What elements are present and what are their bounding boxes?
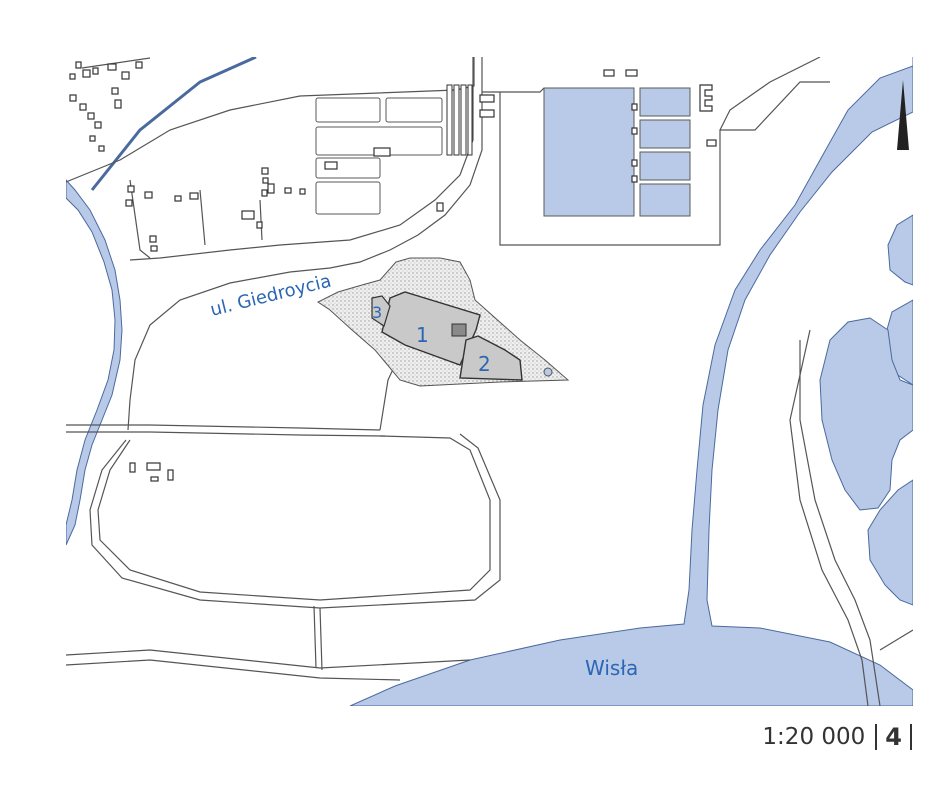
river-label: Wisła: [585, 656, 638, 680]
site-map: ul. Giedroycia 1 2 3 Wisła: [66, 57, 913, 706]
building-1-label: 1: [416, 323, 429, 347]
water-tank: [543, 367, 553, 377]
footer-divider-end: [910, 724, 912, 750]
east-water-lake: [819, 317, 913, 511]
building-3-label: 3: [372, 303, 382, 322]
map-footer: 1:20 000 4: [762, 720, 912, 754]
building-2: [459, 335, 523, 381]
small-buildings: [69, 61, 717, 482]
page-number: 4: [885, 723, 902, 751]
e-shaped-building: [699, 84, 713, 112]
street-label: ul. Giedroycia: [208, 270, 333, 320]
reservoirs: [543, 87, 691, 217]
building-3: [371, 295, 391, 327]
north-arrow-icon: [897, 80, 909, 150]
roads: [66, 57, 913, 706]
footer-divider: [875, 724, 878, 750]
map-scale: 1:20 000: [762, 724, 866, 750]
creek-line: [90, 57, 257, 191]
east-water: [887, 214, 913, 286]
parking-rows: [446, 84, 473, 156]
east-water-3: [867, 479, 913, 606]
map-frame: ul. Giedroycia 1 2 3 Wisła: [66, 57, 913, 706]
vistula-river: [349, 57, 913, 706]
building-2-label: 2: [478, 352, 491, 376]
west-river: [66, 179, 123, 546]
building-annex: [451, 323, 467, 337]
